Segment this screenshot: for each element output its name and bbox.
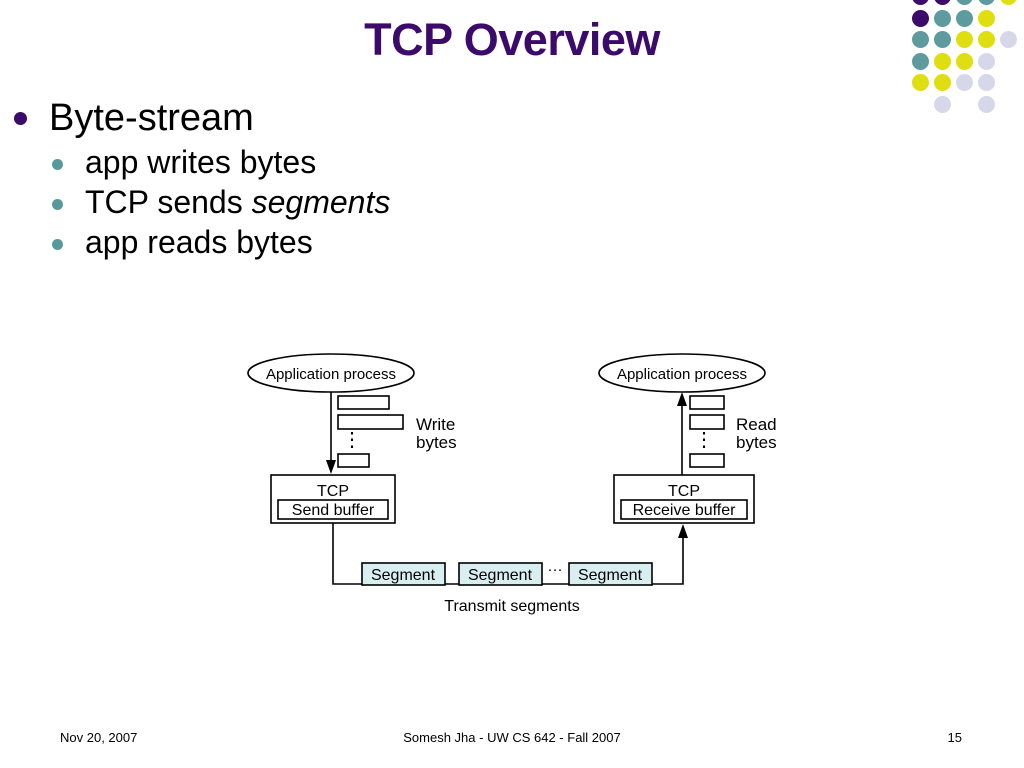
- bullet-list: Byte-stream app writes bytes TCP sends s…: [14, 96, 734, 263]
- bullet-level2-label: TCP sends segments: [85, 183, 391, 220]
- decorative-dot-lavender: [1000, 31, 1017, 48]
- decorative-dot-teal: [912, 31, 929, 48]
- decorative-dot-yellow: [934, 74, 951, 91]
- left-vertical-ellipsis-icon: ⋮: [342, 429, 362, 451]
- bullet-level1-label: Byte-stream: [49, 97, 254, 139]
- left-byte-box-1: [337, 395, 390, 410]
- left-byte-box-3: [337, 453, 370, 468]
- page-title: TCP Overview: [364, 14, 660, 65]
- decorative-dot-lavender: [956, 74, 973, 91]
- left-write-bytes-label-line2: bytes: [416, 433, 457, 452]
- decorative-dot-lavender: [934, 95, 951, 113]
- right-read-bytes-label-line2: bytes: [736, 433, 777, 452]
- decorative-dot-lavender: [978, 95, 995, 113]
- decorative-dot-grid: [912, 0, 1024, 113]
- bullet-dot-icon: [52, 158, 63, 170]
- right-byte-box-2: [689, 414, 725, 430]
- segment-label-2: Segment: [468, 567, 533, 584]
- segment-label-3: Segment: [578, 567, 643, 584]
- right-read-arrow-head: [677, 392, 687, 406]
- decorative-dot-lavender: [978, 52, 995, 70]
- segment-label-1: Segment: [371, 567, 436, 584]
- bullet-dot-icon: [14, 112, 27, 125]
- decorative-dot-purple: [934, 0, 951, 5]
- left-send-buffer-label: Send buffer: [292, 502, 375, 519]
- decorative-dot-teal: [956, 9, 973, 27]
- footer-date: Nov 20, 2007: [60, 730, 138, 745]
- bullet-level2-label: app reads bytes: [85, 223, 313, 260]
- decorative-dot-yellow: [956, 31, 973, 48]
- slide-footer: Nov 20, 2007 Somesh Jha - UW CS 642 - Fa…: [0, 730, 1024, 752]
- tcp-byte-stream-diagram: Application process TCP Send buffer Writ…: [232, 348, 792, 620]
- right-vertical-ellipsis-icon: ⋮: [694, 429, 714, 451]
- transmit-arrow-head: [678, 524, 688, 538]
- right-byte-box-1: [689, 395, 725, 410]
- segment-box-3: [568, 562, 653, 586]
- bullet-level2-tcp-sends-segments: TCP sends segments: [52, 183, 734, 222]
- left-tcp-label: TCP: [317, 483, 349, 500]
- bullet-dot-icon: [52, 238, 63, 250]
- decorative-dot-teal: [956, 0, 973, 5]
- right-application-process-label: Application process: [617, 366, 747, 383]
- decorative-dot-teal: [934, 31, 951, 48]
- decorative-dot-purple: [912, 0, 929, 5]
- decorative-dot-teal: [912, 52, 929, 70]
- decorative-dot-teal: [934, 9, 951, 27]
- decorative-dot-teal: [978, 0, 995, 5]
- bullet-level2-app-writes-bytes: app writes bytes: [52, 143, 734, 182]
- right-tcp-label: TCP: [668, 483, 700, 500]
- right-read-bytes-label-line1: Read: [736, 415, 777, 434]
- right-byte-box-3: [689, 453, 725, 468]
- decorative-dot-lavender: [978, 74, 995, 91]
- left-write-bytes-label-line1: Write: [416, 415, 455, 434]
- left-application-process-label: Application process: [266, 366, 396, 383]
- bullet-level2-label: app writes bytes: [85, 143, 317, 180]
- left-write-arrow-head: [326, 460, 336, 474]
- segment-box-2: [458, 562, 543, 586]
- footer-page-number: 15: [947, 730, 962, 745]
- bullet-level2-app-reads-bytes: app reads bytes: [52, 223, 734, 262]
- left-send-buffer-box: [277, 499, 389, 520]
- decorative-dot-yellow: [978, 31, 995, 48]
- bullet-level1-byte-stream: Byte-stream: [14, 96, 734, 141]
- decorative-dot-yellow: [956, 52, 973, 70]
- right-receive-buffer-box: [620, 499, 748, 520]
- bullet-emphasis-segments: segments: [251, 183, 391, 220]
- segment-ellipsis-icon: ···: [548, 561, 563, 578]
- left-byte-box-2: [337, 414, 404, 430]
- decorative-dot-yellow: [978, 9, 995, 27]
- decorative-dot-yellow: [934, 52, 951, 70]
- decorative-dot-yellow: [1000, 0, 1017, 5]
- segment-box-1: [361, 562, 446, 586]
- decorative-dot-yellow: [912, 74, 929, 91]
- transmit-segments-caption: Transmit segments: [444, 598, 579, 615]
- decorative-dot-purple: [912, 9, 929, 27]
- bullet-dot-icon: [52, 198, 63, 210]
- right-receive-buffer-label: Receive buffer: [633, 502, 737, 519]
- footer-course-info: Somesh Jha - UW CS 642 - Fall 2007: [403, 730, 621, 745]
